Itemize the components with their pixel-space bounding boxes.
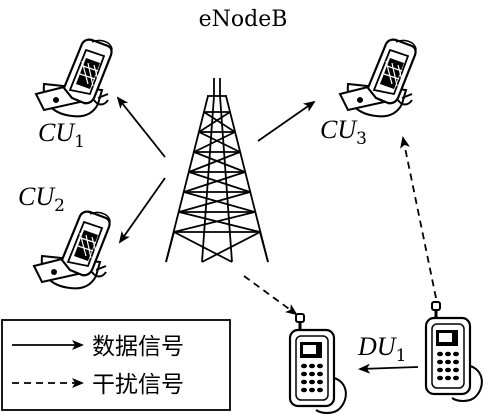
cu1-phone-icon [34,38,114,118]
enodeb-tower-icon [165,78,269,263]
legend-box [1,319,231,411]
data-arrow-to-cu3 [257,100,316,142]
legend: 数据信号 干扰信号 [1,319,231,411]
data-arrow-du1-to-receiver [358,363,419,374]
cu2-label: CU2 [18,182,65,216]
interference-arrow-du1-to-cu3 [400,136,437,299]
du1-label: DU1 [357,332,406,366]
receiver-phone-icon [288,312,348,414]
data-arrow-to-cu2 [118,177,166,244]
legend-data-label: 数据信号 [92,334,184,360]
cu2-phone-icon [32,210,112,290]
data-arrow-to-cu1 [116,96,166,158]
cu3-label: CU3 [320,115,367,149]
cu3-phone-icon [338,38,418,118]
interference-arrow-enodeb-to-receiver [243,275,298,316]
du1-phone-icon [424,300,484,403]
legend-interference-label: 干扰信号 [92,372,184,398]
station-label: eNodeB [199,7,288,32]
cu1-label: CU1 [38,118,85,152]
